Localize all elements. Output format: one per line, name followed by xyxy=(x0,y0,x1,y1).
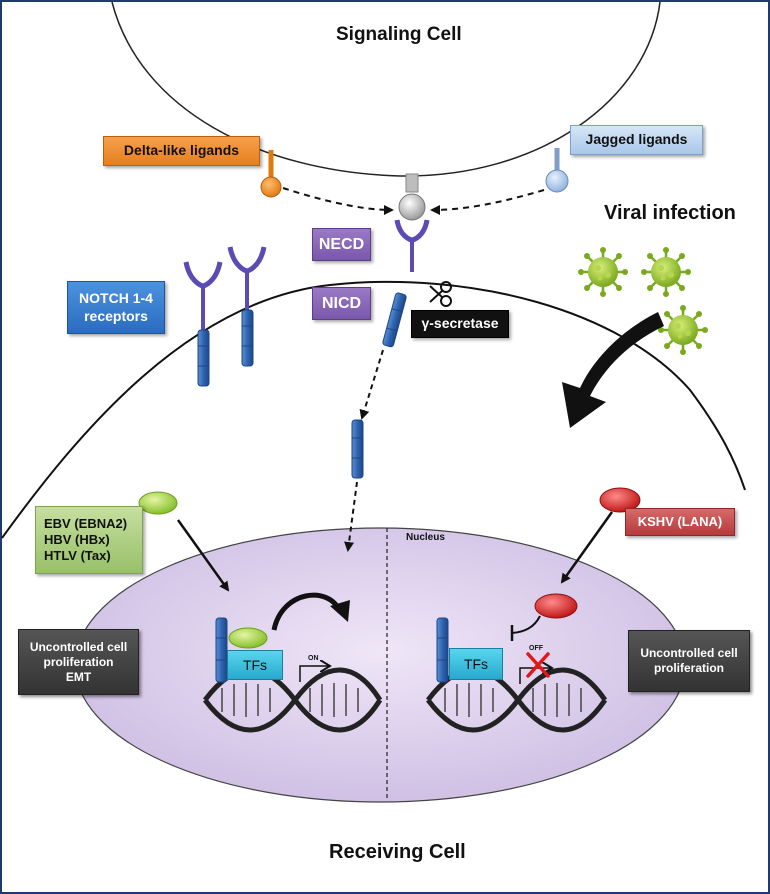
cleaved-nicd xyxy=(382,292,407,348)
viral-protein-green xyxy=(138,491,178,515)
virus-icon-1 xyxy=(578,247,628,297)
viral-infection-label: Viral infection xyxy=(604,202,736,224)
jagged-to-receptor-arrow xyxy=(430,189,545,215)
delta-like-ligands-box: Delta-like ligands xyxy=(103,136,260,166)
virus-ebv: EBV (EBNA2) xyxy=(44,515,128,531)
bound-viral-protein-red xyxy=(534,593,578,619)
ebv-arrow xyxy=(176,519,230,592)
nicd-box: NICD xyxy=(312,287,371,320)
kshv-box: KSHV (LANA) xyxy=(625,508,735,536)
nicd-in-nucleus-left xyxy=(215,617,228,683)
receiving-cell-membrane xyxy=(1,280,746,539)
notch-receptors-box: NOTCH 1-4 receptors xyxy=(67,281,165,334)
virus-htlv: HTLV (Tax) xyxy=(44,548,111,564)
tfs-box-right: TFs xyxy=(449,648,503,680)
notch-receptor-2 xyxy=(227,246,267,367)
receiving-cell-label: Receiving Cell xyxy=(329,841,466,863)
tfs-box-left: TFs xyxy=(227,650,283,680)
kshv-arrow xyxy=(560,511,614,584)
on-label: ON xyxy=(308,655,319,662)
virus-hbv: HBV (HBx) xyxy=(44,531,110,547)
nucleus-label: Nucleus xyxy=(406,532,445,543)
outcome-box-left: Uncontrolled cell proliferation EMT xyxy=(18,629,139,695)
nicd-nuclear-import-arrow xyxy=(344,481,358,552)
central-receptor-cup xyxy=(394,219,430,243)
outcome-right-line-1: Uncontrolled cell xyxy=(640,646,738,660)
virus-icon-3 xyxy=(658,305,708,355)
outcome-left-line-2: proliferation xyxy=(43,654,114,669)
off-label: OFF xyxy=(529,645,543,652)
jagged-ligand xyxy=(545,169,569,193)
free-nicd xyxy=(351,419,364,479)
delta-to-receptor-arrow xyxy=(282,187,394,215)
outcome-left-line-3: EMT xyxy=(65,669,92,684)
viruses-box-left: EBV (EBNA2) HBV (HBx) HTLV (Tax) xyxy=(35,506,143,574)
necd-box: NECD xyxy=(312,228,371,261)
delta-ligand xyxy=(260,176,282,198)
red-x-icon xyxy=(526,652,550,678)
nucleus xyxy=(74,527,686,803)
inhibition-arrow-icon xyxy=(511,615,541,634)
outcome-left-line-1: Uncontrolled cell xyxy=(29,639,128,654)
virus-icon-2 xyxy=(641,247,691,297)
signaling-cell-membrane xyxy=(111,1,661,177)
promoter-on-arrow xyxy=(299,666,330,682)
notch-receptors-line-2: receptors xyxy=(84,307,148,324)
signaling-cell-label: Signaling Cell xyxy=(336,24,462,45)
scissors-icon xyxy=(429,281,452,307)
gamma-secretase-box: γ-secretase xyxy=(411,310,509,338)
notch-receptors-line-1: NOTCH 1-4 xyxy=(79,290,153,306)
central-ligand xyxy=(398,193,426,221)
outcome-right-line-2: proliferation xyxy=(653,661,724,675)
activation-arrowhead xyxy=(330,600,350,622)
nicd-in-nucleus-right xyxy=(436,617,449,683)
viral-entry-curved-arrow-icon xyxy=(562,312,664,428)
bound-viral-protein-green xyxy=(228,627,268,649)
viral-protein-red xyxy=(599,487,641,513)
notch-receptor-1 xyxy=(183,261,223,387)
nicd-release-arrow xyxy=(359,349,384,420)
outcome-box-right: Uncontrolled cell proliferation xyxy=(628,630,750,692)
jagged-ligands-box: Jagged ligands xyxy=(570,125,703,155)
central-ligand-stalk xyxy=(405,173,419,193)
